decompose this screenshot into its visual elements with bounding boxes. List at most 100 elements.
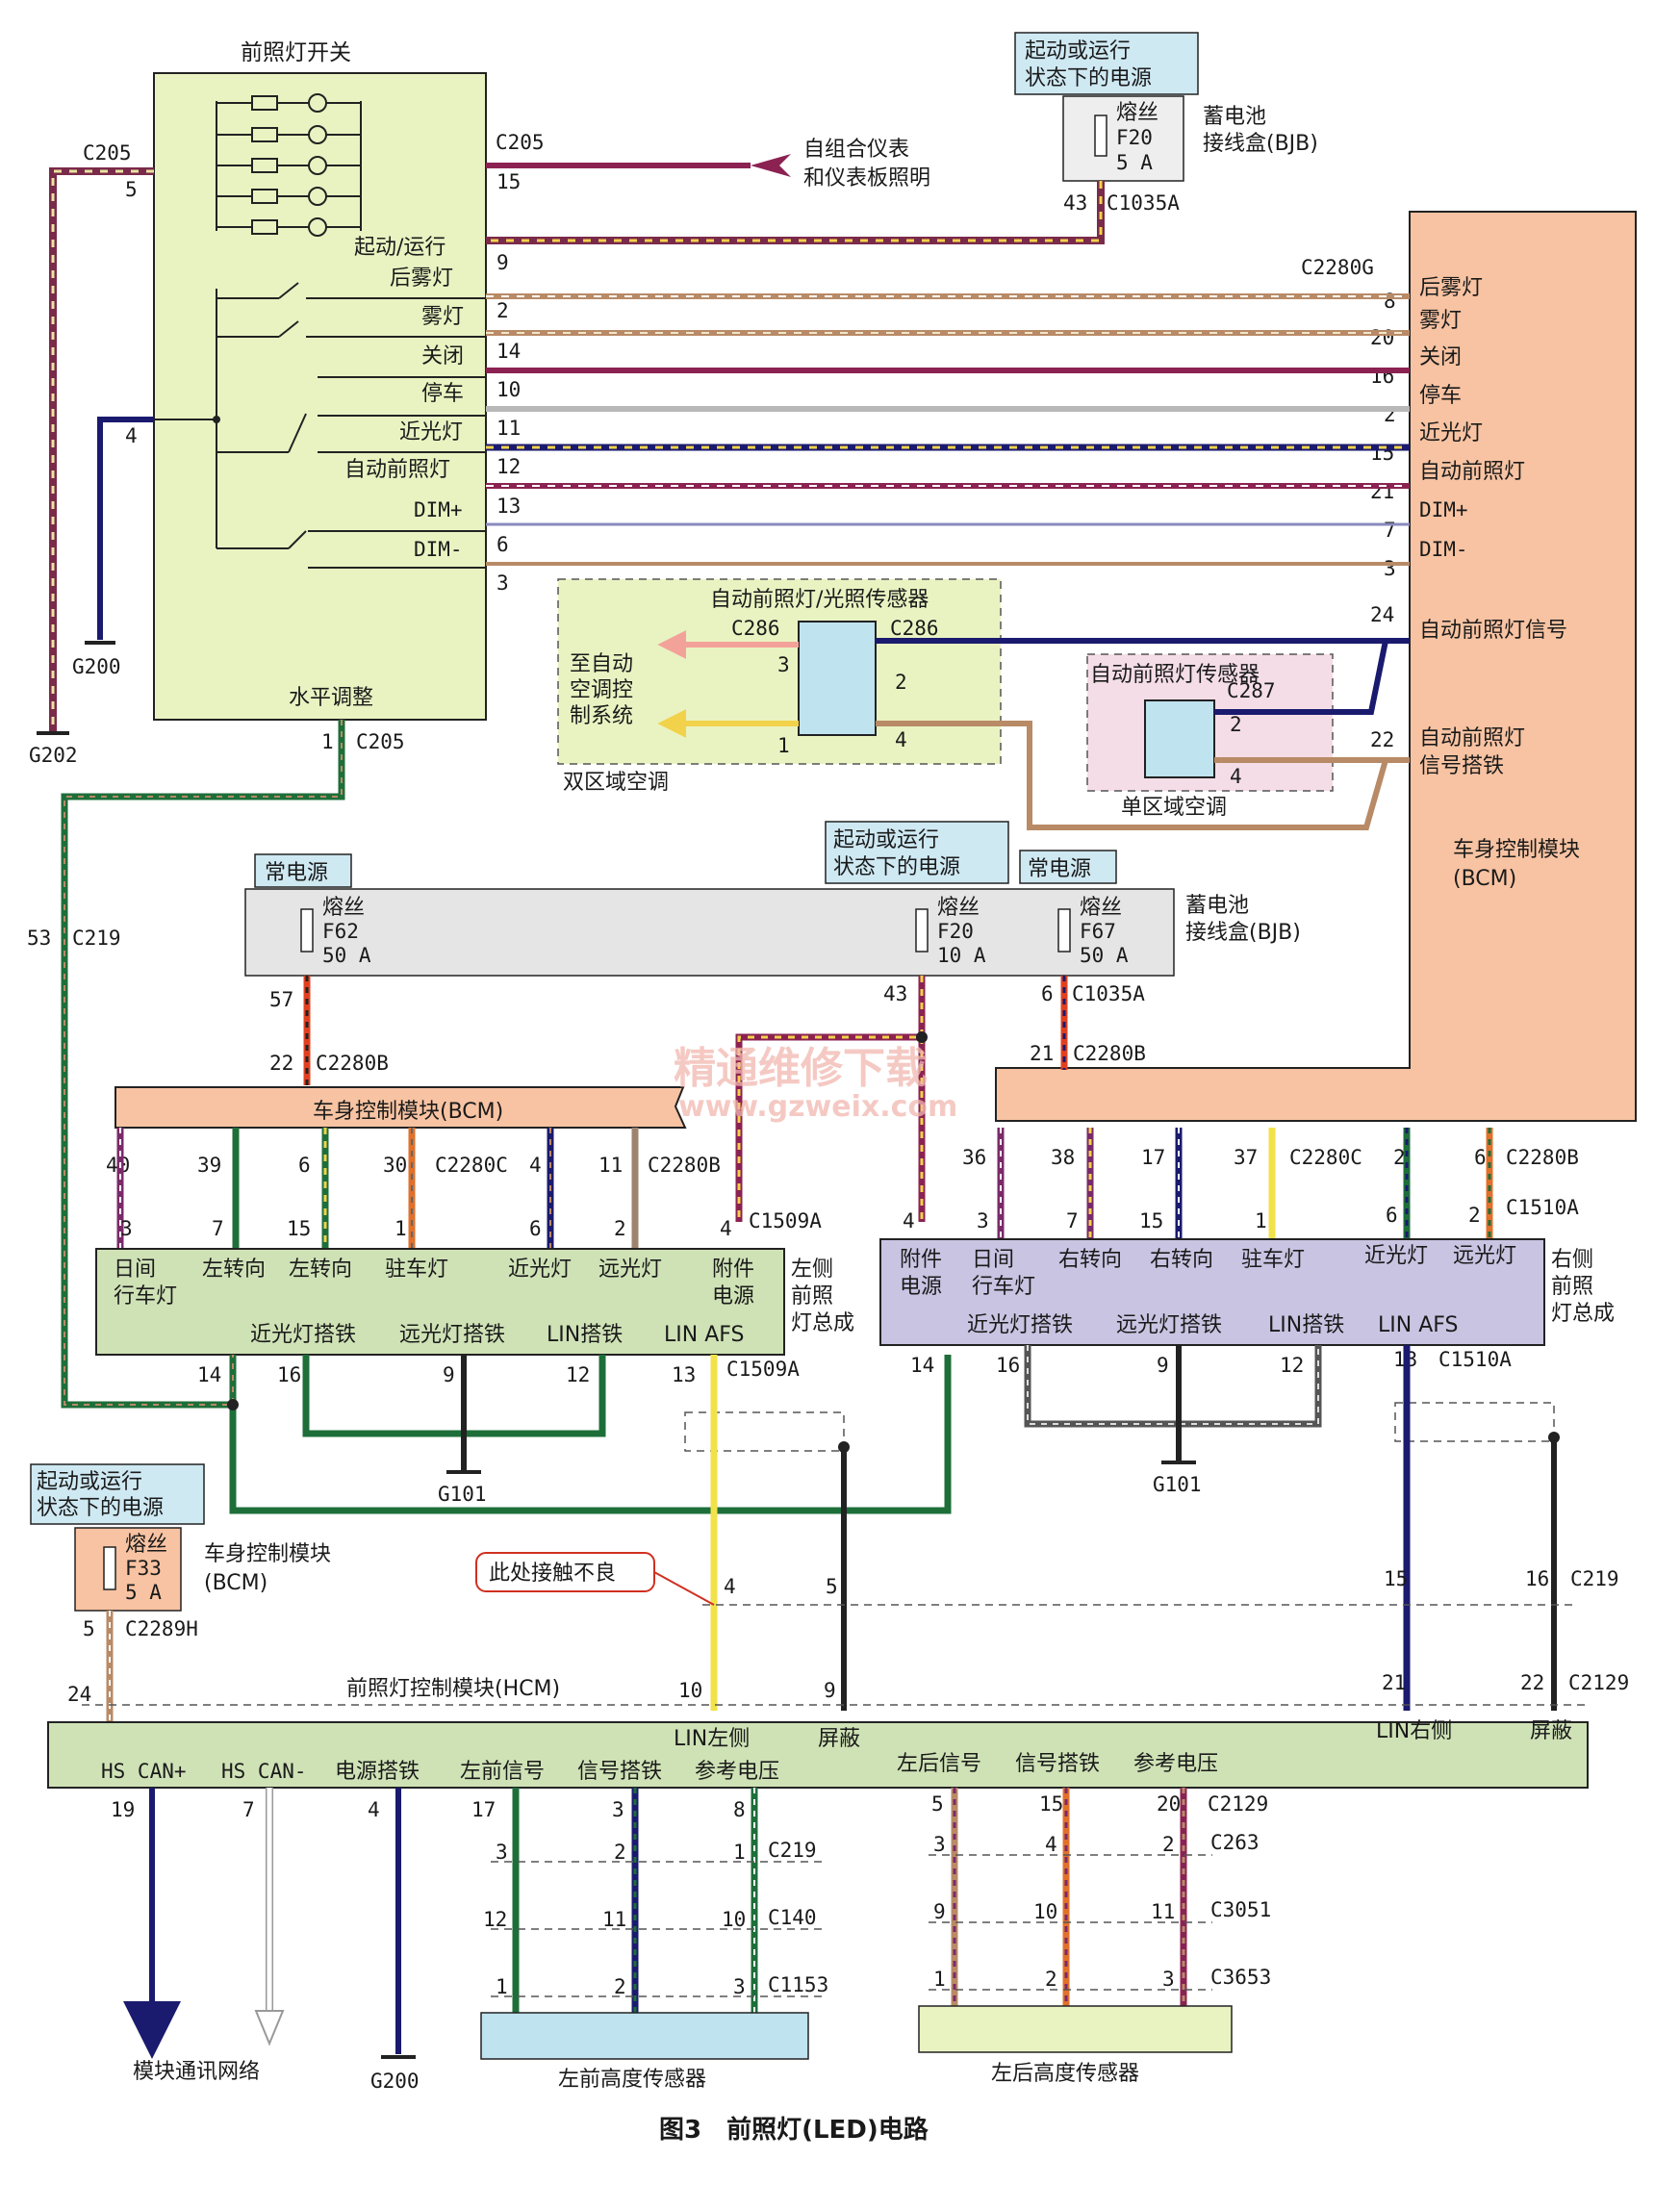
conn-c286-left: C286 (731, 617, 780, 640)
fuse-f62-label: 熔丝 (322, 896, 365, 920)
headlamp-switch-box (153, 72, 487, 721)
pin-b-22: 22 (269, 1052, 293, 1075)
rear-height-sensor (918, 2005, 1233, 2053)
right-headlamp-labels: 附件 电源 日间 行车灯 右转向 右转向 驻车灯 近光灯 远光灯 近光灯搭铁 远… (900, 1244, 1516, 1337)
right-ground-wires (1024, 1345, 1322, 1462)
figure-caption: 图3 前照灯(LED)电路 (659, 2115, 929, 2145)
hcm-bottom-pins: 19 7 4 17 3 8 5 15 20 C2129 (111, 1792, 1268, 1821)
rh-low: 近光灯 (1364, 1244, 1428, 1268)
rh-name-1: 右侧 (1551, 1248, 1593, 1272)
lh-lin-afs: LIN AFS (664, 1323, 744, 1347)
fuse-f33-rating: 5 A (125, 1581, 162, 1604)
bcm-band-name: 车身控制模块(BCM) (313, 1100, 503, 1124)
pin-l-4: 4 (720, 1217, 732, 1240)
bcm-right-name-1: 车身控制模块 (1453, 838, 1580, 862)
bcm-right-name-2: (BCM) (1453, 867, 1516, 891)
bcm-in-dim-plus: DIM+ (1419, 498, 1468, 521)
dimmer-resistor-bulb-row-3 (216, 156, 361, 175)
f33-fuse-box (74, 1527, 182, 1612)
pin-hcm-3: 3 (612, 1798, 624, 1821)
power-top-bjb-1: 蓄电池 (1203, 105, 1266, 129)
pin-lb-39: 39 (197, 1154, 221, 1177)
pin-bcm-3: 3 (1384, 557, 1396, 580)
power-top-header-2: 状态下的电源 (1025, 66, 1152, 90)
rear-sensor-pins: 3 4 2 C263 9 10 11 C3051 1 2 3 C3653 (933, 1831, 1271, 1991)
hcm-labels: LIN左侧 屏蔽 LIN右侧 屏蔽 HS CAN+ HS CAN- 电源搭铁 左… (101, 1719, 1572, 1784)
bcm-right-pins: 8 20 16 2 15 21 7 3 24 22 (1370, 290, 1396, 751)
pin-c219-4: 4 (724, 1575, 736, 1598)
pos-dim-plus: DIM+ (414, 498, 463, 521)
bcm-in-auto: 自动前照灯 (1419, 460, 1525, 484)
fuse-f20-top-label: 熔丝 (1116, 101, 1158, 125)
pin-r-15: 15 (1139, 1209, 1163, 1232)
pos-run: 起动/运行 (354, 236, 445, 260)
pin-hcm-9: 9 (824, 1679, 836, 1702)
pin-lb2-9: 9 (443, 1363, 455, 1386)
bcm-in-off: 关闭 (1419, 345, 1462, 369)
pos-park: 停车 (421, 382, 464, 406)
pin-hcm-19: 19 (111, 1798, 135, 1821)
fuse-f67-label: 熔丝 (1080, 896, 1122, 920)
conn-c205-right: C205 (496, 131, 545, 154)
pin-bjb-43: 43 (883, 982, 907, 1005)
fuse-f20-top-id: F20 (1116, 126, 1153, 149)
bcm-band-left (115, 1086, 687, 1129)
pin-sw-15: 15 (496, 170, 521, 193)
pin-r-1: 1 (1255, 1209, 1267, 1232)
bcm-in-low-beam: 近光灯 (1419, 421, 1483, 445)
lh-name-2: 前照 (791, 1284, 833, 1308)
pin-rb2-14: 14 (910, 1354, 934, 1377)
dimmer-resistor-bulb-row-2 (216, 125, 361, 144)
lh-acc-1: 附件 (712, 1258, 754, 1282)
bjb-mid-header-right (1019, 850, 1117, 884)
pin-c219-15: 15 (1384, 1567, 1408, 1590)
pin-lr-9: 9 (933, 1900, 946, 1923)
pin-rb2-12: 12 (1280, 1354, 1304, 1377)
lh-park: 驻车灯 (385, 1258, 448, 1282)
rh-acc-2: 电源 (900, 1275, 942, 1299)
sensor-single-caption: 单区域空调 (1121, 796, 1227, 820)
lh-turn-2: 左转向 (289, 1258, 352, 1282)
fuse-f20-mid-id: F20 (937, 920, 974, 943)
conn-c1509a-bottom: C1509A (726, 1358, 800, 1381)
pin-hcm-21: 21 (1382, 1671, 1406, 1694)
conn-c1509a-top: C1509A (749, 1209, 822, 1232)
hcm-shield-right: 屏蔽 (1530, 1719, 1572, 1743)
conn-c1035a-mid: C1035A (1072, 982, 1145, 1005)
ground-g101-right: G101 (1153, 1473, 1202, 1496)
sensor-dual-body (798, 621, 877, 736)
ground-g200-top: G200 (72, 655, 121, 678)
pos-auto: 自动前照灯 (344, 458, 450, 482)
front-height-sensor-label: 左前高度传感器 (558, 2068, 706, 2092)
bjb-mid-header-mid-2: 状态下的电源 (833, 855, 960, 879)
rh-lin-afs: LIN AFS (1378, 1313, 1458, 1337)
fuse-f62-id: F62 (322, 920, 359, 943)
pin-r-3: 3 (977, 1209, 989, 1232)
fuse-f67-id: F67 (1080, 920, 1116, 943)
wire-auto-signal-single (1214, 638, 1410, 715)
pin-sw-12: 12 (496, 455, 521, 478)
rh-lin-gnd: LIN搭铁 (1268, 1313, 1344, 1337)
switch-right-pins: C205 15 9 2 14 10 11 12 13 6 3 (496, 131, 545, 595)
lh-high: 远光灯 (598, 1258, 662, 1282)
fault-callout-pointer (653, 1571, 715, 1606)
shield-box-right (1394, 1402, 1555, 1442)
pin-r-6: 6 (1386, 1204, 1398, 1227)
pin-s286-1: 1 (777, 734, 790, 757)
pin-bcm-20: 20 (1370, 326, 1394, 349)
conn-c2129-top: C2129 (1568, 1671, 1629, 1694)
conn-c263: C263 (1210, 1831, 1260, 1854)
rh-drl-2: 行车灯 (972, 1275, 1035, 1299)
sensor-single-body (1144, 699, 1215, 778)
bcm-right-block (995, 211, 1637, 1122)
fuse-f20-mid-label: 熔丝 (937, 896, 980, 920)
left-headlamp-bottom-pins: 14 16 9 12 13 C1509A (197, 1358, 800, 1386)
pin-lr-4: 4 (1045, 1833, 1057, 1856)
conn-c2280b-mid: C2280B (1073, 1042, 1146, 1065)
pin-lb-6: 6 (298, 1154, 311, 1177)
hcm-module (47, 1721, 1589, 1789)
sensor-dual-zone-box (557, 578, 1002, 765)
left-headlamp-labels: 日间 行车灯 左转向 左转向 驻车灯 近光灯 远光灯 附件 电源 近光灯搭铁 远… (114, 1258, 754, 1347)
bcm-in-dim-minus: DIM- (1419, 538, 1468, 561)
wire-sw-pin4-to-g200 (97, 417, 154, 640)
